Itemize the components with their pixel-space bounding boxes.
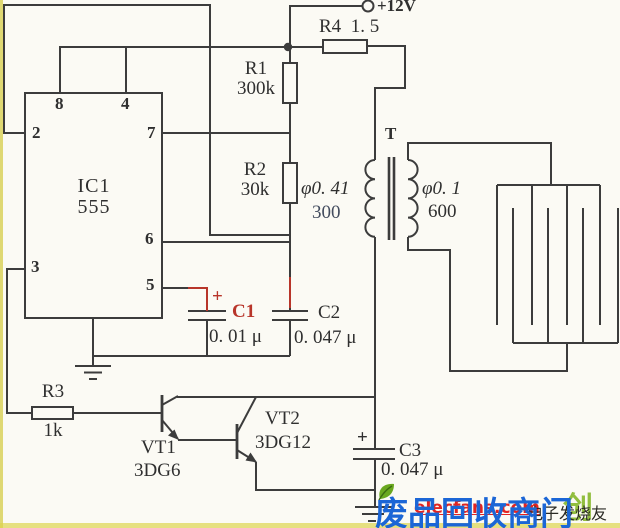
wire-pin3-r3 bbox=[6, 268, 32, 414]
primary-spec: φ0. 41 bbox=[301, 178, 350, 199]
r1-name: R1 bbox=[244, 58, 268, 79]
r4-name: R4 bbox=[319, 16, 342, 37]
vt2-emitter-arrow bbox=[245, 452, 257, 463]
r1-label: R1 300k bbox=[231, 59, 281, 99]
ground-symbol2-icon bbox=[355, 506, 393, 522]
electrode-grid-bottom-comb bbox=[512, 208, 619, 344]
r2-label: R2 30k bbox=[229, 160, 281, 200]
supply-terminal-icon bbox=[361, 0, 375, 13]
vt1-name: VT1 bbox=[141, 437, 176, 458]
r4-label: R4 1. 5 bbox=[319, 17, 379, 37]
resistor-r3-body bbox=[31, 406, 74, 420]
capacitor-c3-plates bbox=[353, 448, 395, 460]
watermark-elecfans-url: elecfans.com bbox=[414, 498, 540, 518]
watermark-recycler: 废品回收商门 bbox=[375, 494, 573, 528]
c2-name: C2 bbox=[318, 302, 341, 323]
c3-polarity: + bbox=[357, 427, 368, 448]
transistor-vt2-collector bbox=[236, 396, 257, 434]
transformer-primary-coil bbox=[364, 159, 376, 238]
vt2-name: VT2 bbox=[265, 408, 300, 429]
transistor-vt1-collector bbox=[161, 395, 179, 406]
vt1-model: 3DG6 bbox=[134, 460, 181, 481]
vt2-model: 3DG12 bbox=[255, 432, 311, 453]
r2-value: 30k bbox=[240, 178, 270, 200]
ic1-box bbox=[24, 92, 163, 319]
wire-ic-ground bbox=[92, 318, 290, 366]
c2-value: 0. 047 μ bbox=[294, 327, 357, 348]
wire-pin2-loop bbox=[3, 4, 290, 236]
pin-4: 4 bbox=[121, 94, 130, 113]
pin-3: 3 bbox=[31, 257, 40, 276]
secondary-spec: φ0. 1 bbox=[422, 178, 462, 199]
electrode-grid-top-comb bbox=[496, 184, 601, 325]
ic1-name: IC1 bbox=[77, 175, 111, 197]
ic1-label: IC1 555 bbox=[64, 176, 124, 218]
scan-edge-bottom bbox=[0, 523, 620, 528]
r1-value: 300k bbox=[237, 77, 275, 99]
pin-2: 2 bbox=[32, 123, 41, 142]
scan-edge-left bbox=[0, 0, 3, 528]
r4-value: 1. 5 bbox=[350, 16, 380, 37]
wire-secondary-top bbox=[407, 142, 552, 185]
secondary-turns: 600 bbox=[428, 201, 457, 222]
c3-name: C3 bbox=[399, 440, 422, 461]
c1-name: C1 bbox=[232, 301, 256, 322]
transformer-core bbox=[387, 157, 396, 240]
resistor-r1-body bbox=[282, 62, 298, 104]
wire-r4-to-primary bbox=[367, 45, 406, 160]
pin-8: 8 bbox=[55, 94, 64, 113]
r3-name: R3 bbox=[41, 381, 65, 402]
c3-value: 0. 047 μ bbox=[381, 459, 444, 480]
c1-value: 0. 01 μ bbox=[209, 326, 262, 347]
wire-pin5-red-segment bbox=[188, 287, 208, 311]
leaf-icon bbox=[378, 483, 394, 501]
c1-polarity: + bbox=[212, 286, 223, 307]
resistor-r2-body bbox=[282, 162, 298, 204]
capacitor-c1-plates bbox=[188, 310, 226, 321]
pin-6: 6 bbox=[145, 229, 154, 248]
r2-name: R2 bbox=[243, 159, 267, 180]
capacitor-c2-plates bbox=[272, 310, 308, 321]
wire-supply bbox=[289, 5, 362, 47]
watermark-elecfans-cn: 电子发烧友 bbox=[527, 504, 608, 523]
junction-dot bbox=[283, 42, 293, 52]
transformer-label: T bbox=[385, 124, 397, 143]
supply-label: +12V bbox=[377, 0, 416, 15]
pin-5: 5 bbox=[146, 275, 155, 294]
transformer-secondary-coil bbox=[407, 159, 419, 238]
wire-secondary-bottom bbox=[407, 237, 568, 372]
ground-symbol-icon bbox=[75, 365, 111, 380]
vt1-emitter-arrow bbox=[168, 429, 179, 440]
ic1-model: 555 bbox=[77, 196, 111, 218]
wire-vt2-emitter-return bbox=[255, 462, 375, 491]
wire-vcc-rail bbox=[59, 46, 323, 93]
watermark-chuangyi: 创意 bbox=[563, 491, 593, 526]
pin-7: 7 bbox=[147, 123, 156, 142]
r3-value: 1k bbox=[43, 420, 63, 441]
primary-turns: 300 bbox=[312, 202, 341, 223]
resistor-r4-body bbox=[322, 39, 368, 54]
